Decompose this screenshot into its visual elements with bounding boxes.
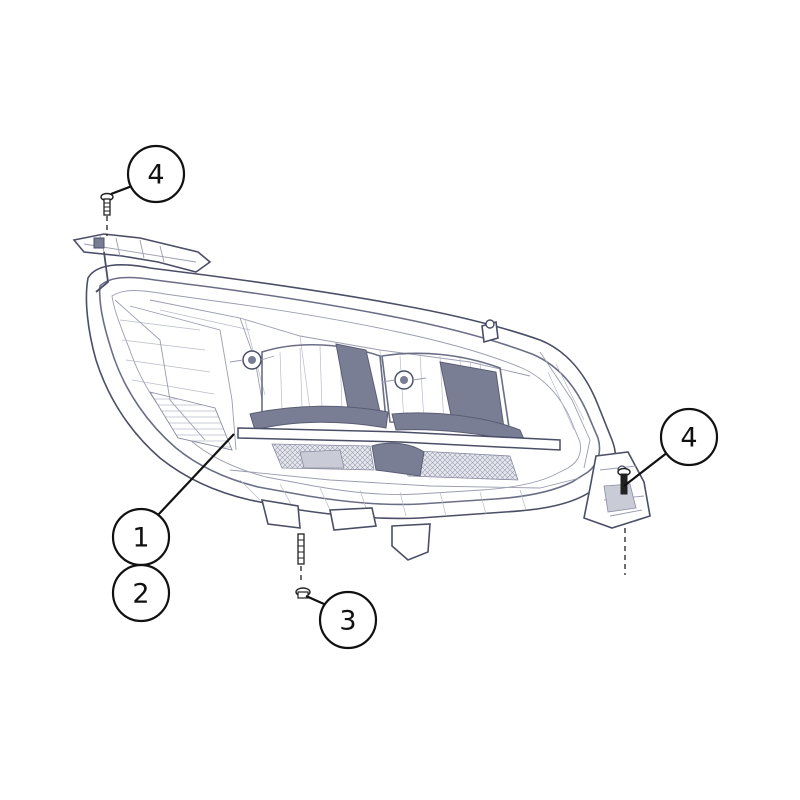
bulb-right: [381, 370, 427, 390]
lower-shadow: [371, 442, 425, 477]
callout-2-label: 2: [132, 579, 149, 610]
lower-tab-center: [329, 507, 377, 531]
callout-4-top-label: 4: [147, 160, 164, 191]
lower-tab-front: [391, 523, 431, 561]
lens-rim: [98, 276, 601, 506]
callout-1: 1: [111, 507, 171, 567]
lower-tab-left: [260, 499, 301, 529]
screw-right: [617, 467, 631, 495]
screw-top-left: [100, 192, 114, 216]
callout-4-right: 4: [659, 407, 719, 467]
callout-4-right-label: 4: [680, 423, 697, 454]
bulb-left: [229, 350, 275, 370]
nut-bottom: [295, 587, 311, 599]
leader-4-top: [110, 184, 133, 196]
right-side-bracket: [583, 451, 651, 529]
callout-2: 2: [111, 563, 171, 623]
callout-3: 3: [318, 590, 378, 650]
top-left-bracket: [72, 233, 212, 293]
leader-3: [305, 594, 325, 606]
dark-band-left: [249, 405, 389, 431]
drl-strip: [237, 427, 561, 451]
headlamp-unit: [72, 233, 651, 561]
callout-3-label: 3: [339, 606, 356, 637]
callout-4-top: 4: [126, 144, 186, 204]
leader-1: [157, 433, 235, 516]
screw-bottom: [297, 533, 305, 565]
leader-4-right: [623, 451, 669, 487]
left-ribbed-panel: [149, 391, 233, 451]
callout-1-label: 1: [132, 523, 149, 554]
